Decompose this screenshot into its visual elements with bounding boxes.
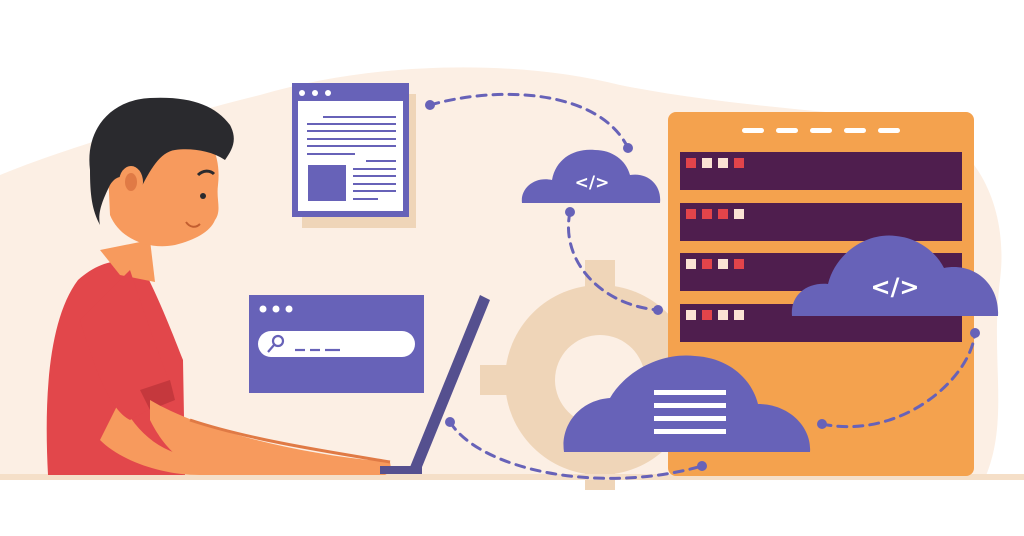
server-slot — [680, 152, 962, 190]
connector-dots — [425, 100, 980, 471]
server-vent — [742, 128, 900, 133]
cloud-code-small: </> — [521, 149, 661, 203]
search-window — [249, 295, 424, 393]
connector-lines — [428, 92, 977, 480]
cloud-document — [563, 355, 811, 452]
search-icon — [267, 334, 285, 353]
server-slot — [680, 203, 962, 241]
person — [46, 97, 392, 475]
laptop — [380, 295, 490, 474]
cloud-code-large: </> — [791, 235, 999, 316]
list-icon — [654, 390, 726, 434]
code-icon: </> — [871, 273, 920, 301]
hair — [89, 97, 234, 225]
code-icon: </> — [575, 173, 610, 193]
document-window — [292, 83, 416, 228]
floor — [0, 474, 1024, 480]
